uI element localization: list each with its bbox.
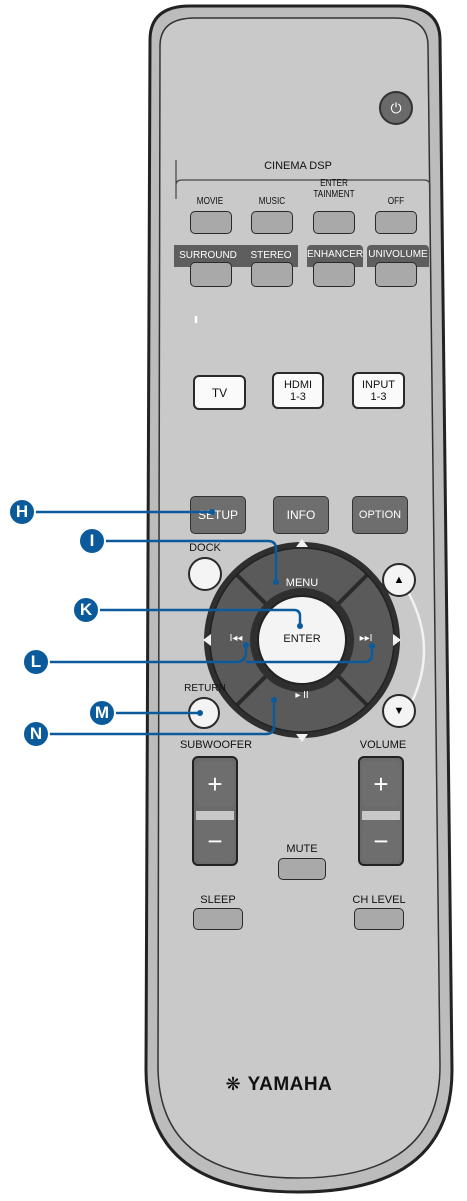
- subwoofer-label: SUBWOOFER: [179, 739, 253, 751]
- music-label: MUSIC: [258, 196, 286, 207]
- stereo-label: STEREO: [250, 250, 292, 261]
- volume-plus-button[interactable]: +: [362, 761, 400, 807]
- ch-level-button[interactable]: [354, 908, 404, 930]
- info-button[interactable]: INFO: [273, 496, 329, 534]
- brand-name: YAMAHA: [247, 1074, 333, 1095]
- callout-m: M: [88, 699, 116, 727]
- tv-button[interactable]: TV: [193, 375, 246, 410]
- ch-level-label: CH LEVEL: [352, 894, 406, 906]
- next-button[interactable]: ▸▸I: [359, 633, 373, 644]
- power-icon: ⏻: [390, 99, 402, 116]
- univolume-button[interactable]: [375, 262, 417, 287]
- hdmi-button[interactable]: HDMI 1-3: [272, 372, 324, 409]
- down-arrow-icon: ▼: [393, 705, 405, 717]
- entertainment-label: ENTER TAINMENT: [313, 178, 355, 200]
- volume-minus-button[interactable]: −: [362, 820, 400, 862]
- play-pause-button[interactable]: ▸ II: [295, 690, 309, 701]
- up-arrow-icon: ▲: [393, 574, 405, 586]
- down-button[interactable]: ▼: [382, 694, 416, 728]
- yamaha-logo-icon: ❋: [225, 1074, 241, 1094]
- music-button[interactable]: [251, 211, 293, 234]
- cinema-dsp-title: CINEMA DSP: [264, 160, 332, 172]
- callout-l: L: [22, 648, 50, 676]
- callout-h: H: [8, 498, 36, 526]
- subwoofer-divider: [196, 811, 234, 820]
- callout-k: K: [72, 596, 100, 624]
- menu-label: MENU: [285, 577, 319, 589]
- input-button[interactable]: INPUT 1-3: [352, 372, 405, 409]
- off-label: OFF: [387, 196, 405, 207]
- volume-label: VOLUME: [359, 739, 407, 751]
- prev-button[interactable]: I◂◂: [229, 633, 243, 644]
- entertainment-button[interactable]: [313, 211, 355, 234]
- mute-label: MUTE: [286, 843, 318, 855]
- sound-mode-bar: [174, 245, 298, 267]
- return-button[interactable]: [188, 697, 220, 729]
- volume-divider: [362, 811, 400, 820]
- subwoofer-minus-button[interactable]: −: [196, 820, 234, 862]
- mute-button[interactable]: [278, 858, 326, 880]
- stereo-button[interactable]: [251, 262, 293, 287]
- movie-label: MOVIE: [196, 196, 224, 207]
- univolume-label: UNIVOLUME: [367, 245, 429, 267]
- off-button[interactable]: [375, 211, 417, 234]
- sleep-button[interactable]: [193, 908, 243, 930]
- callout-i: I: [78, 527, 106, 555]
- power-button[interactable]: ⏻: [379, 91, 413, 125]
- enter-button-label[interactable]: ENTER: [283, 633, 321, 645]
- dock-label: DOCK: [189, 542, 221, 554]
- subwoofer-plus-button[interactable]: +: [196, 761, 234, 807]
- dock-button[interactable]: [188, 557, 222, 591]
- enhancer-button[interactable]: [313, 262, 355, 287]
- sleep-label: SLEEP: [200, 894, 236, 906]
- enhancer-label: ENHANCER: [307, 245, 363, 267]
- movie-button[interactable]: [190, 211, 232, 234]
- surround-button[interactable]: [190, 262, 232, 287]
- return-label: RETURN: [184, 683, 226, 694]
- up-button[interactable]: ▲: [382, 563, 416, 597]
- callout-n: N: [22, 720, 50, 748]
- option-button[interactable]: OPTION: [352, 496, 408, 534]
- surround-label: SURROUND: [179, 250, 237, 261]
- setup-button[interactable]: SETUP: [190, 496, 246, 534]
